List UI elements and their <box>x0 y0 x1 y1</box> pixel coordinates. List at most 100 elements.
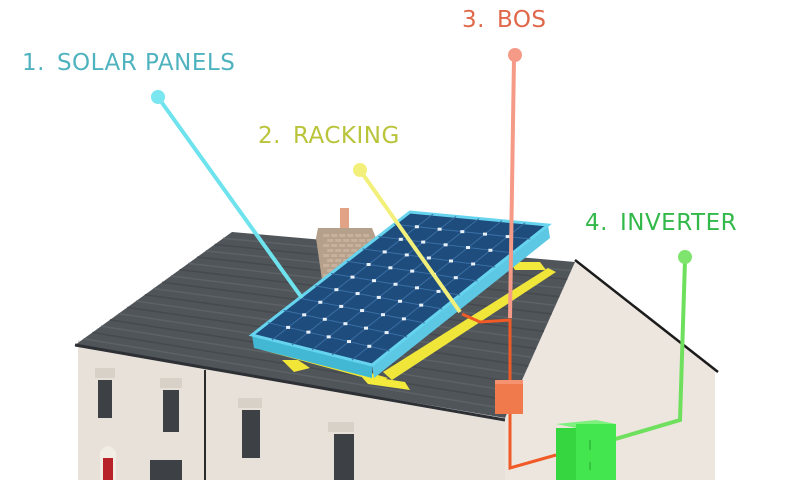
chimney-brick <box>327 269 334 272</box>
panel-cell-corner <box>437 227 442 231</box>
chimney-brick <box>323 264 330 267</box>
panel-cell-corner <box>339 304 344 308</box>
label-racking: 2.RACKING <box>258 123 400 149</box>
bos-leader-dot <box>508 48 522 62</box>
dc-wiring <box>461 312 512 380</box>
panel-cell-corner <box>376 295 381 299</box>
panel-cell-corner <box>366 263 371 266</box>
label-racking-text: RACKING <box>292 123 400 149</box>
panel-cell-corner <box>419 303 424 307</box>
inverter-leader <box>611 259 687 442</box>
panel-cell-corner <box>367 344 372 348</box>
chimney-brick <box>347 234 354 237</box>
gable-roof-edge <box>574 259 719 373</box>
panel-cell-corner <box>322 317 327 321</box>
panel-cell-corner <box>398 299 402 303</box>
panel-cell-corner <box>483 232 487 236</box>
panel-cell-corner <box>410 269 415 273</box>
panel-frame-side <box>252 335 372 378</box>
chimney-brick <box>331 234 338 237</box>
panel-cell-corner <box>347 340 351 344</box>
panel-cell-corner <box>326 335 331 339</box>
panel-cell-corner <box>488 248 493 252</box>
inverter-leader-dot <box>678 250 692 264</box>
panel-cell-corner <box>460 230 465 234</box>
chimney-brick <box>331 244 338 247</box>
panel-cell-corner <box>388 266 393 270</box>
label-solar-panels-number: 1. <box>22 50 45 76</box>
label-solar-panels-text: SOLAR PANELS <box>56 50 236 76</box>
label-inverter-number: 4. <box>585 210 608 236</box>
panel-cell-corner <box>364 326 368 330</box>
panel-cell-corner <box>318 300 323 304</box>
panel-cell-corner <box>449 259 453 263</box>
solar-panels-leader-dot <box>151 90 165 104</box>
chimney-brick <box>331 264 338 267</box>
racking-leader-dot <box>353 163 367 177</box>
chimney-brick <box>359 239 366 242</box>
label-bos-text: BOS <box>496 7 547 33</box>
panel-cell-corner <box>443 243 448 247</box>
label-solar-panels: 1. SOLAR PANELS <box>22 50 235 76</box>
front-wall <box>78 340 505 480</box>
chimney-pot <box>340 208 349 230</box>
chimney-brick <box>355 244 362 247</box>
chimney-brick <box>331 254 338 257</box>
panel-cell-corner <box>415 286 419 290</box>
chimney-brick <box>335 239 342 242</box>
ac-wiring <box>508 410 557 470</box>
panel-cell-corner <box>381 313 385 317</box>
panel-cell-corner <box>334 288 339 292</box>
panel-cell-corner <box>360 309 365 313</box>
chimney-brick <box>343 239 350 242</box>
chimney-brick <box>351 239 358 242</box>
panel-cell-corner <box>421 240 426 244</box>
panel-cell-corner <box>436 289 441 293</box>
panel-cell-corner <box>398 237 403 241</box>
panel-cell-corner <box>393 282 398 286</box>
chimney-brick <box>339 234 346 237</box>
bos-leader <box>508 57 516 319</box>
leader-lines <box>151 48 692 470</box>
chimney-brick <box>335 249 342 252</box>
panel-cell-corner <box>401 317 406 321</box>
panel-cell-corner <box>306 330 311 334</box>
chimney-brick <box>339 244 346 247</box>
chimney-brick <box>367 239 374 242</box>
label-bos-number: 3. <box>462 7 485 33</box>
panel-cell-corner <box>286 325 291 329</box>
panel-cell-corner <box>466 246 470 250</box>
chimney-brick <box>351 249 358 252</box>
panel-cell-corner <box>382 250 387 254</box>
label-inverter: 4.INVERTER <box>585 210 737 236</box>
roof-eave <box>74 343 506 422</box>
chimney-brick <box>363 234 370 237</box>
label-bos: 3. BOS <box>462 7 547 33</box>
chimney-brick <box>347 244 354 247</box>
panel-cell-corner <box>404 253 409 257</box>
panel-cell-corner <box>505 235 510 239</box>
panel-cell-corner <box>372 279 376 283</box>
chimney-brick <box>343 249 350 252</box>
panel-cell-corner <box>471 262 476 266</box>
chimney-brick <box>355 234 362 237</box>
racking-leader <box>360 171 462 314</box>
solar-panels-leader <box>158 98 304 300</box>
chimney-brick <box>323 254 330 257</box>
front-door <box>103 458 113 480</box>
panel-cell-corner <box>384 331 389 335</box>
panel-cell-corner <box>350 275 355 279</box>
inverter-box <box>556 420 616 480</box>
windows <box>95 368 354 480</box>
chimney-brick <box>323 234 330 237</box>
chimney-brick <box>323 244 330 247</box>
panel-cell-corner <box>343 322 348 326</box>
panel-cell-corner <box>302 313 307 317</box>
panel-frame-side-right <box>372 225 550 378</box>
chimney-brick <box>347 254 354 257</box>
chimney-brick <box>335 259 342 262</box>
chimney-brick <box>327 239 334 242</box>
panel-cell-corner <box>453 276 458 280</box>
